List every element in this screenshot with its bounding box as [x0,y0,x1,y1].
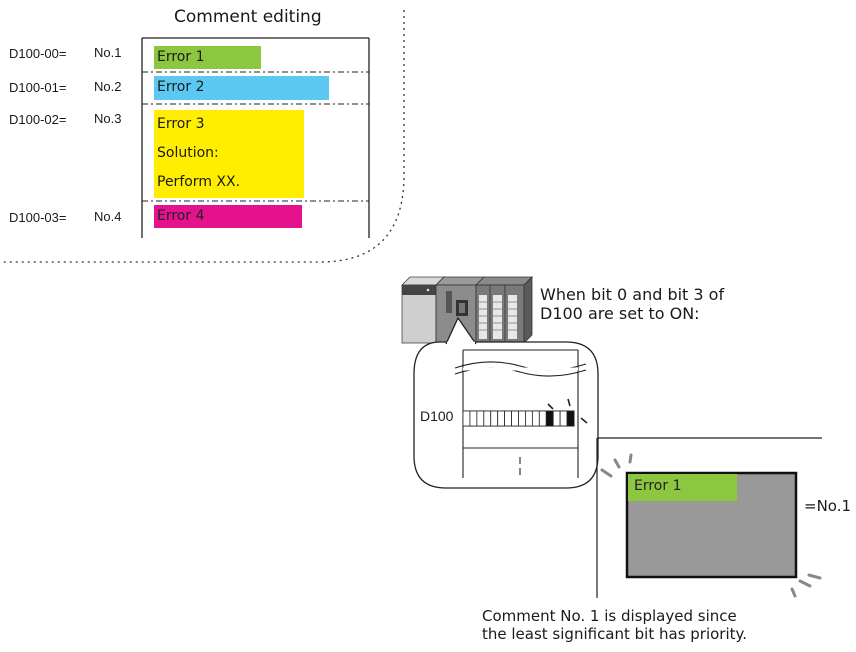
plc-caption: When bit 0 and bit 3 of D100 are set to … [540,285,724,323]
comment-no1-text: Error 1 [157,49,205,65]
row-number-1: No.1 [94,45,122,60]
register-bit-7 [518,410,526,427]
bubble-tail [445,316,477,345]
comment-area-dotted-border [0,10,405,263]
row-address-d100-02: D100-02= [9,112,67,127]
priority-note: Comment No. 1 is displayed since the lea… [482,607,747,643]
comment-editing-title: Comment editing [174,7,322,27]
comment-no3: Error 3 Solution: Perform XX. [154,110,304,198]
comment-no3-line3: Perform XX. [157,174,241,190]
display-comment-text: Error 1 [634,478,682,494]
register-bit-13 [476,410,485,427]
register-bit-0 [566,410,575,427]
register-bit-11 [490,410,499,427]
comment-no3-line1: Error 3 [157,116,205,132]
bit-on-mark [580,417,588,424]
row-address-d100-00: D100-00= [9,46,67,61]
flash-marks [600,453,822,598]
comment-no3-line2: Solution: [157,145,219,161]
register-bit-5 [531,410,540,427]
register-bit-1 [559,410,568,427]
d100-label: D100 [420,408,454,424]
register-bit-4 [538,410,547,427]
comment-no4: Error 4 [154,205,302,228]
register-bit-3 [545,410,554,427]
row-address-d100-03: D100-03= [9,210,67,225]
d100-bit-register [462,398,588,427]
row-number-3: No.3 [94,111,122,126]
register-bit-2 [552,410,561,427]
equals-no1-label: =No.1 [804,497,852,515]
plc-caption-line1: When bit 0 and bit 3 of [540,285,725,304]
row-number-4: No.4 [94,209,122,224]
register-bit-15 [462,410,471,427]
comment-no2: Error 2 [154,76,329,100]
register-bit-6 [525,410,533,427]
comment-no2-text: Error 2 [157,79,205,95]
register-bit-10 [497,410,506,427]
priority-note-line2: the least significant bit has priority. [482,625,748,643]
register-bit-14 [469,410,478,427]
display-comment-bar [628,474,737,501]
comment-no4-text: Error 4 [157,208,205,224]
register-bit-9 [504,410,512,427]
row-address-d100-01: D100-01= [9,80,67,95]
row-number-2: No.2 [94,79,122,94]
register-bit-8 [511,410,519,427]
bit-on-mark [567,398,571,407]
comment-no1: Error 1 [154,46,261,69]
bit-on-mark [547,403,554,410]
priority-note-line1: Comment No. 1 is displayed since [482,607,737,625]
plc-caption-line2: D100 are set to ON: [540,304,700,323]
register-bit-12 [483,410,492,427]
